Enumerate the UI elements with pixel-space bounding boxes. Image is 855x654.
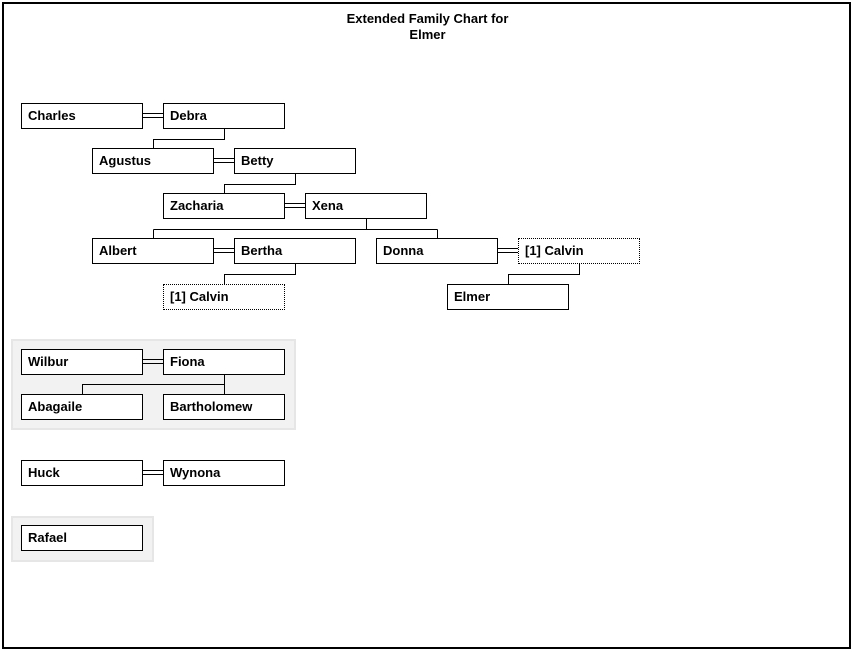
person-box-abagaile[interactable]: Abagaile <box>21 394 143 420</box>
person-box-elmer[interactable]: Elmer <box>447 284 569 310</box>
person-box-wilbur[interactable]: Wilbur <box>21 349 143 375</box>
person-box-rafael[interactable]: Rafael <box>21 525 143 551</box>
descent-line <box>153 128 225 149</box>
person-box-bertha[interactable]: Bertha <box>234 238 356 264</box>
person-box-calvin-reference[interactable]: [1] Calvin <box>518 238 640 264</box>
person-box-charles[interactable]: Charles <box>21 103 143 129</box>
person-box-calvin-reference[interactable]: [1] Calvin <box>163 284 285 310</box>
person-box-fiona[interactable]: Fiona <box>163 349 285 375</box>
descent-line <box>224 173 296 194</box>
descent-line <box>224 263 296 285</box>
person-box-wynona[interactable]: Wynona <box>163 460 285 486</box>
person-box-xena[interactable]: Xena <box>305 193 427 219</box>
chart-subject-name: Elmer <box>409 27 446 42</box>
person-box-zacharia[interactable]: Zacharia <box>163 193 285 219</box>
person-box-huck[interactable]: Huck <box>21 460 143 486</box>
descent-line <box>508 263 580 285</box>
person-box-bartholomew[interactable]: Bartholomew <box>163 394 285 420</box>
person-box-betty[interactable]: Betty <box>234 148 356 174</box>
chart-title: Extended Family Chart for <box>346 11 509 26</box>
person-box-donna[interactable]: Donna <box>376 238 498 264</box>
person-box-debra[interactable]: Debra <box>163 103 285 129</box>
person-box-albert[interactable]: Albert <box>92 238 214 264</box>
person-box-agustus[interactable]: Agustus <box>92 148 214 174</box>
descent-line <box>82 384 225 395</box>
